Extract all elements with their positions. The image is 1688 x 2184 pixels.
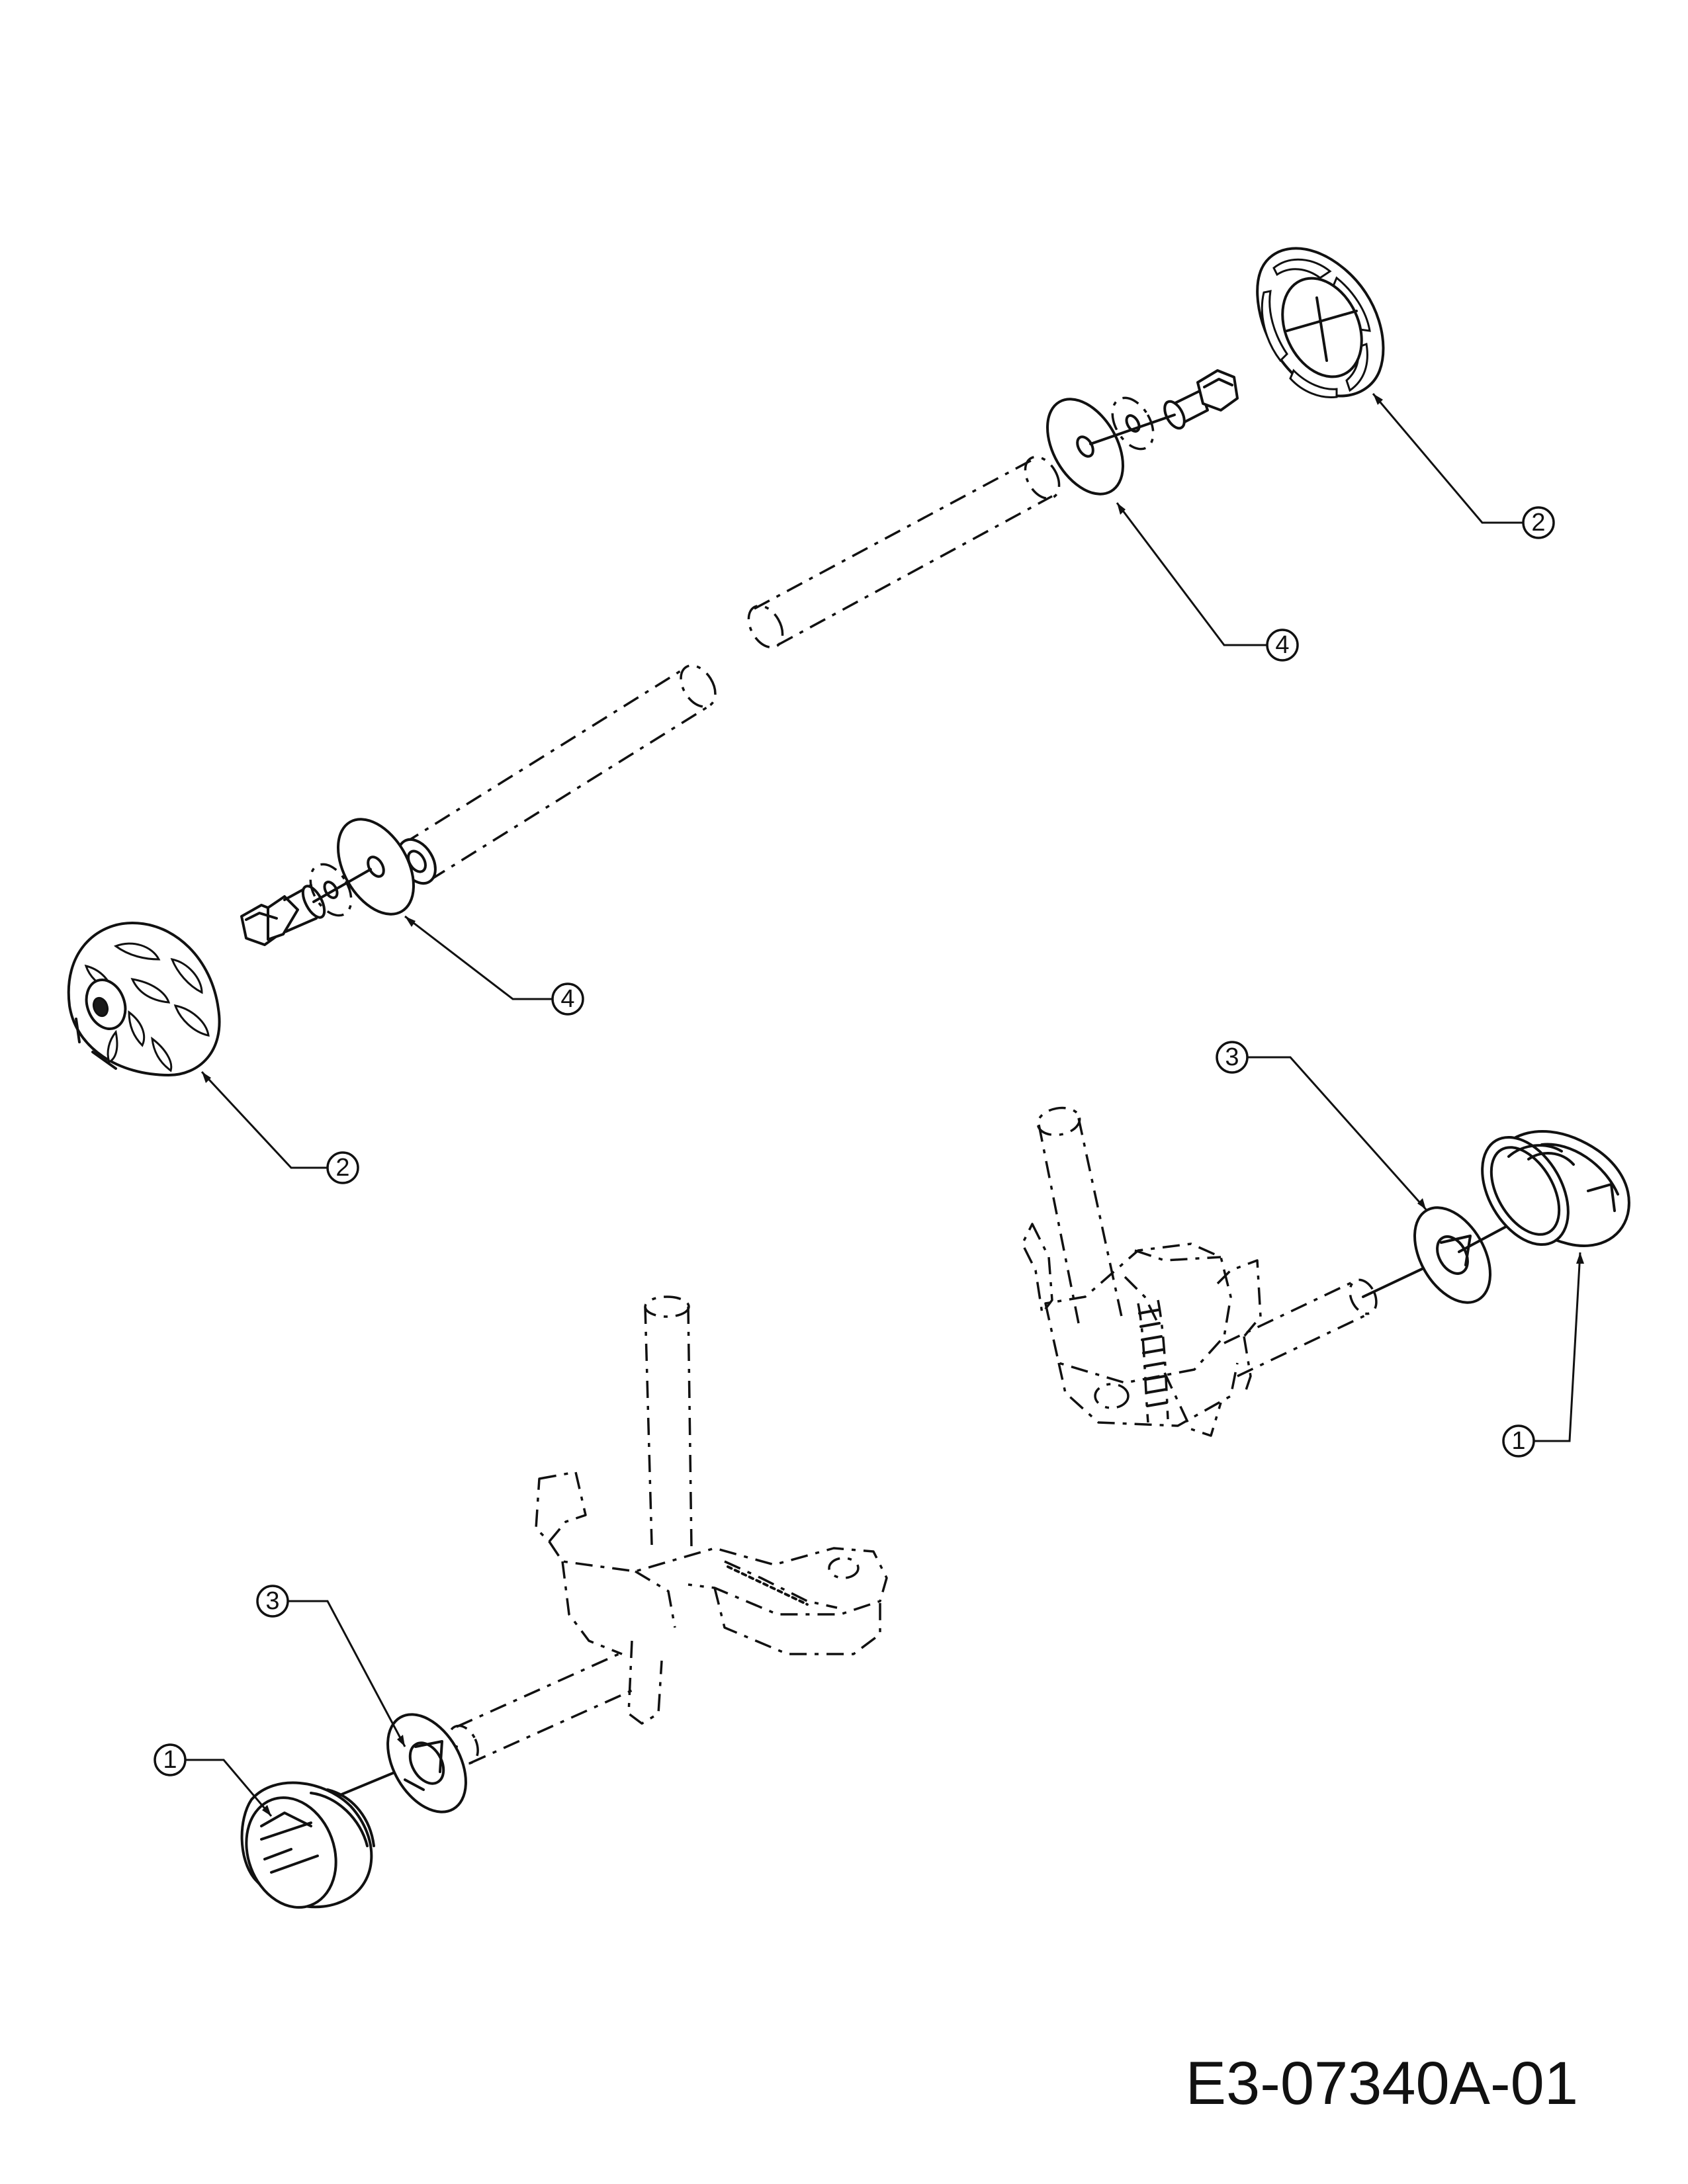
callout-3-left-washer: 3 [256, 1585, 406, 1747]
callout-label: 3 [265, 1587, 279, 1615]
axle-shaft-right [747, 455, 1061, 649]
flat-washer-right [1046, 398, 1124, 496]
dust-cap-right [1481, 1130, 1630, 1247]
callout-3-right-washer: 3 [1216, 1041, 1427, 1210]
callout-1-right-dust-cap: 1 [1502, 1252, 1584, 1458]
callout-1-left-dust-cap: 1 [154, 1743, 273, 1817]
drawing-reference-code: E3-07340A-01 [1186, 2050, 1578, 2117]
callout-4-left-washer: 4 [404, 915, 584, 1016]
callout-2-left-hub-cap: 2 [200, 1070, 359, 1184]
callout-label: 1 [163, 1746, 177, 1774]
spindle-assembly-left [240, 1295, 888, 1909]
hub-cap-left [67, 922, 221, 1076]
bolt-right [1163, 369, 1239, 430]
callout-label: 1 [1511, 1427, 1525, 1455]
callout-4-right-washer: 4 [1116, 502, 1299, 662]
lock-washer-right [1111, 396, 1155, 451]
washer-left [386, 1713, 467, 1813]
axle-assembly [67, 247, 1385, 1076]
callout-label: 2 [335, 1154, 349, 1182]
callout-label: 4 [1275, 631, 1289, 659]
bolt-left [240, 884, 326, 946]
callout-label: 3 [1225, 1043, 1239, 1071]
spindle-assembly-right [1021, 1106, 1630, 1437]
callout-label: 4 [560, 985, 574, 1013]
callout-2-right-hub-cap: 2 [1372, 393, 1555, 539]
hub-cap-right [1256, 247, 1385, 398]
axle-shaft-left [397, 664, 717, 885]
callout-label: 2 [1531, 509, 1545, 537]
dust-cap-left [240, 1781, 375, 1909]
lock-washer-left [309, 863, 353, 917]
washer-right [1413, 1206, 1491, 1304]
